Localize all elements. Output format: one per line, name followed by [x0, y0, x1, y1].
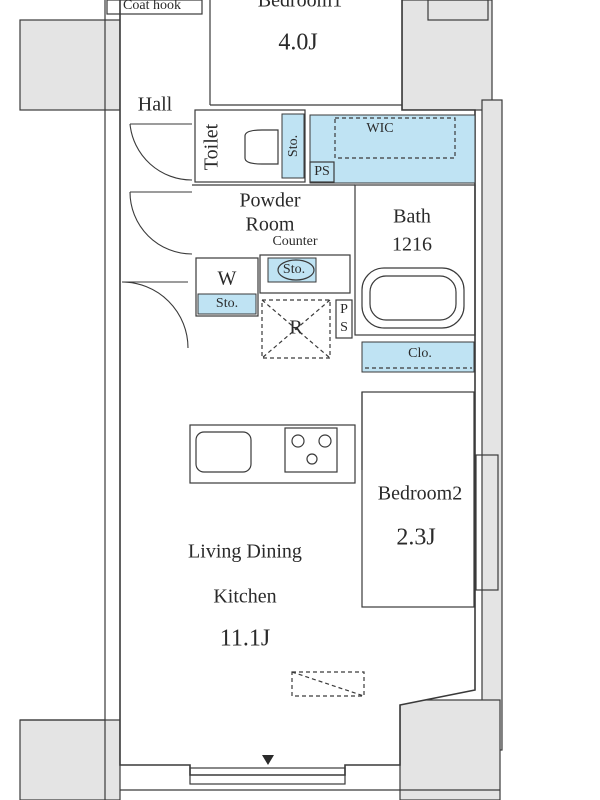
bedroom2-name: Bedroom2	[378, 483, 462, 505]
bathtub	[361, 267, 465, 329]
entrance-door-swing	[121, 281, 189, 349]
ldk-line1: Living Dining	[188, 541, 302, 563]
counter-storage-label: Sto.	[283, 262, 305, 277]
powder-room-line1: Powder	[239, 190, 300, 212]
burner-right	[318, 434, 332, 448]
balcony-arrow-icon	[262, 755, 274, 765]
ps-mid-p: P	[340, 302, 348, 317]
wic-label: WIC	[366, 121, 393, 136]
unit-outline	[119, 0, 476, 776]
burner-bottom	[306, 453, 318, 465]
ps-top-box	[309, 161, 335, 183]
coat-hook-box	[106, 0, 203, 15]
right-wall-strip	[481, 99, 503, 751]
bedroom2-room	[361, 391, 475, 608]
wic-area	[309, 114, 476, 184]
toilet-label: Toilet	[201, 123, 223, 170]
washer-box	[195, 257, 259, 317]
hall-label: Hall	[138, 94, 173, 116]
toilet-storage-label: Sto.	[286, 135, 301, 157]
bedroom2-window	[475, 454, 499, 591]
counter-sink	[277, 259, 315, 281]
toilet-fixture	[244, 129, 279, 165]
bedroom1-size: 4.0J	[278, 30, 317, 56]
bath-name: Bath	[393, 206, 431, 228]
counter-label: Counter	[272, 234, 317, 249]
ac-unit-diag	[291, 671, 365, 697]
powder-room-line2: Room	[246, 214, 295, 236]
hall-door-swing	[129, 123, 193, 181]
burner-left	[291, 434, 305, 448]
closet	[361, 341, 475, 373]
washer-storage	[197, 293, 257, 315]
refrigerator-label: R	[289, 317, 303, 339]
washer-label: W	[218, 268, 237, 290]
left-column-bottom	[19, 719, 121, 800]
ps-mid-s: S	[340, 320, 348, 335]
toilet-storage	[281, 113, 305, 179]
kitchen-sink	[195, 431, 252, 473]
ldk-line2: Kitchen	[213, 586, 276, 608]
bath-size: 1216	[392, 234, 432, 256]
right-column-bottom	[399, 699, 501, 800]
right-column-top	[401, 0, 493, 111]
bedroom2-size: 2.3J	[396, 525, 435, 551]
powder-door-swing	[129, 191, 193, 255]
stove	[284, 427, 338, 473]
coat-hook-label: Coat hook	[123, 0, 181, 13]
washer-storage-label: Sto.	[216, 296, 238, 311]
ps-top-label: PS	[314, 164, 330, 179]
bedroom1-name: Bedroom1	[258, 0, 342, 12]
refrigerator-diag-b	[261, 299, 331, 359]
balcony-door	[189, 767, 346, 785]
ps-mid-box	[335, 299, 353, 339]
kitchen-counter	[189, 424, 356, 484]
bathtub-inner	[369, 275, 457, 321]
counter-box	[259, 254, 351, 294]
toilet-room	[194, 109, 306, 183]
ac-unit-outline	[291, 671, 365, 697]
left-column-top	[19, 19, 121, 111]
closet-label: Clo.	[408, 346, 432, 361]
ldk-size: 11.1J	[220, 626, 270, 652]
wic-shelf	[334, 117, 456, 159]
top-right-box	[427, 0, 489, 21]
bath-room	[354, 184, 476, 336]
